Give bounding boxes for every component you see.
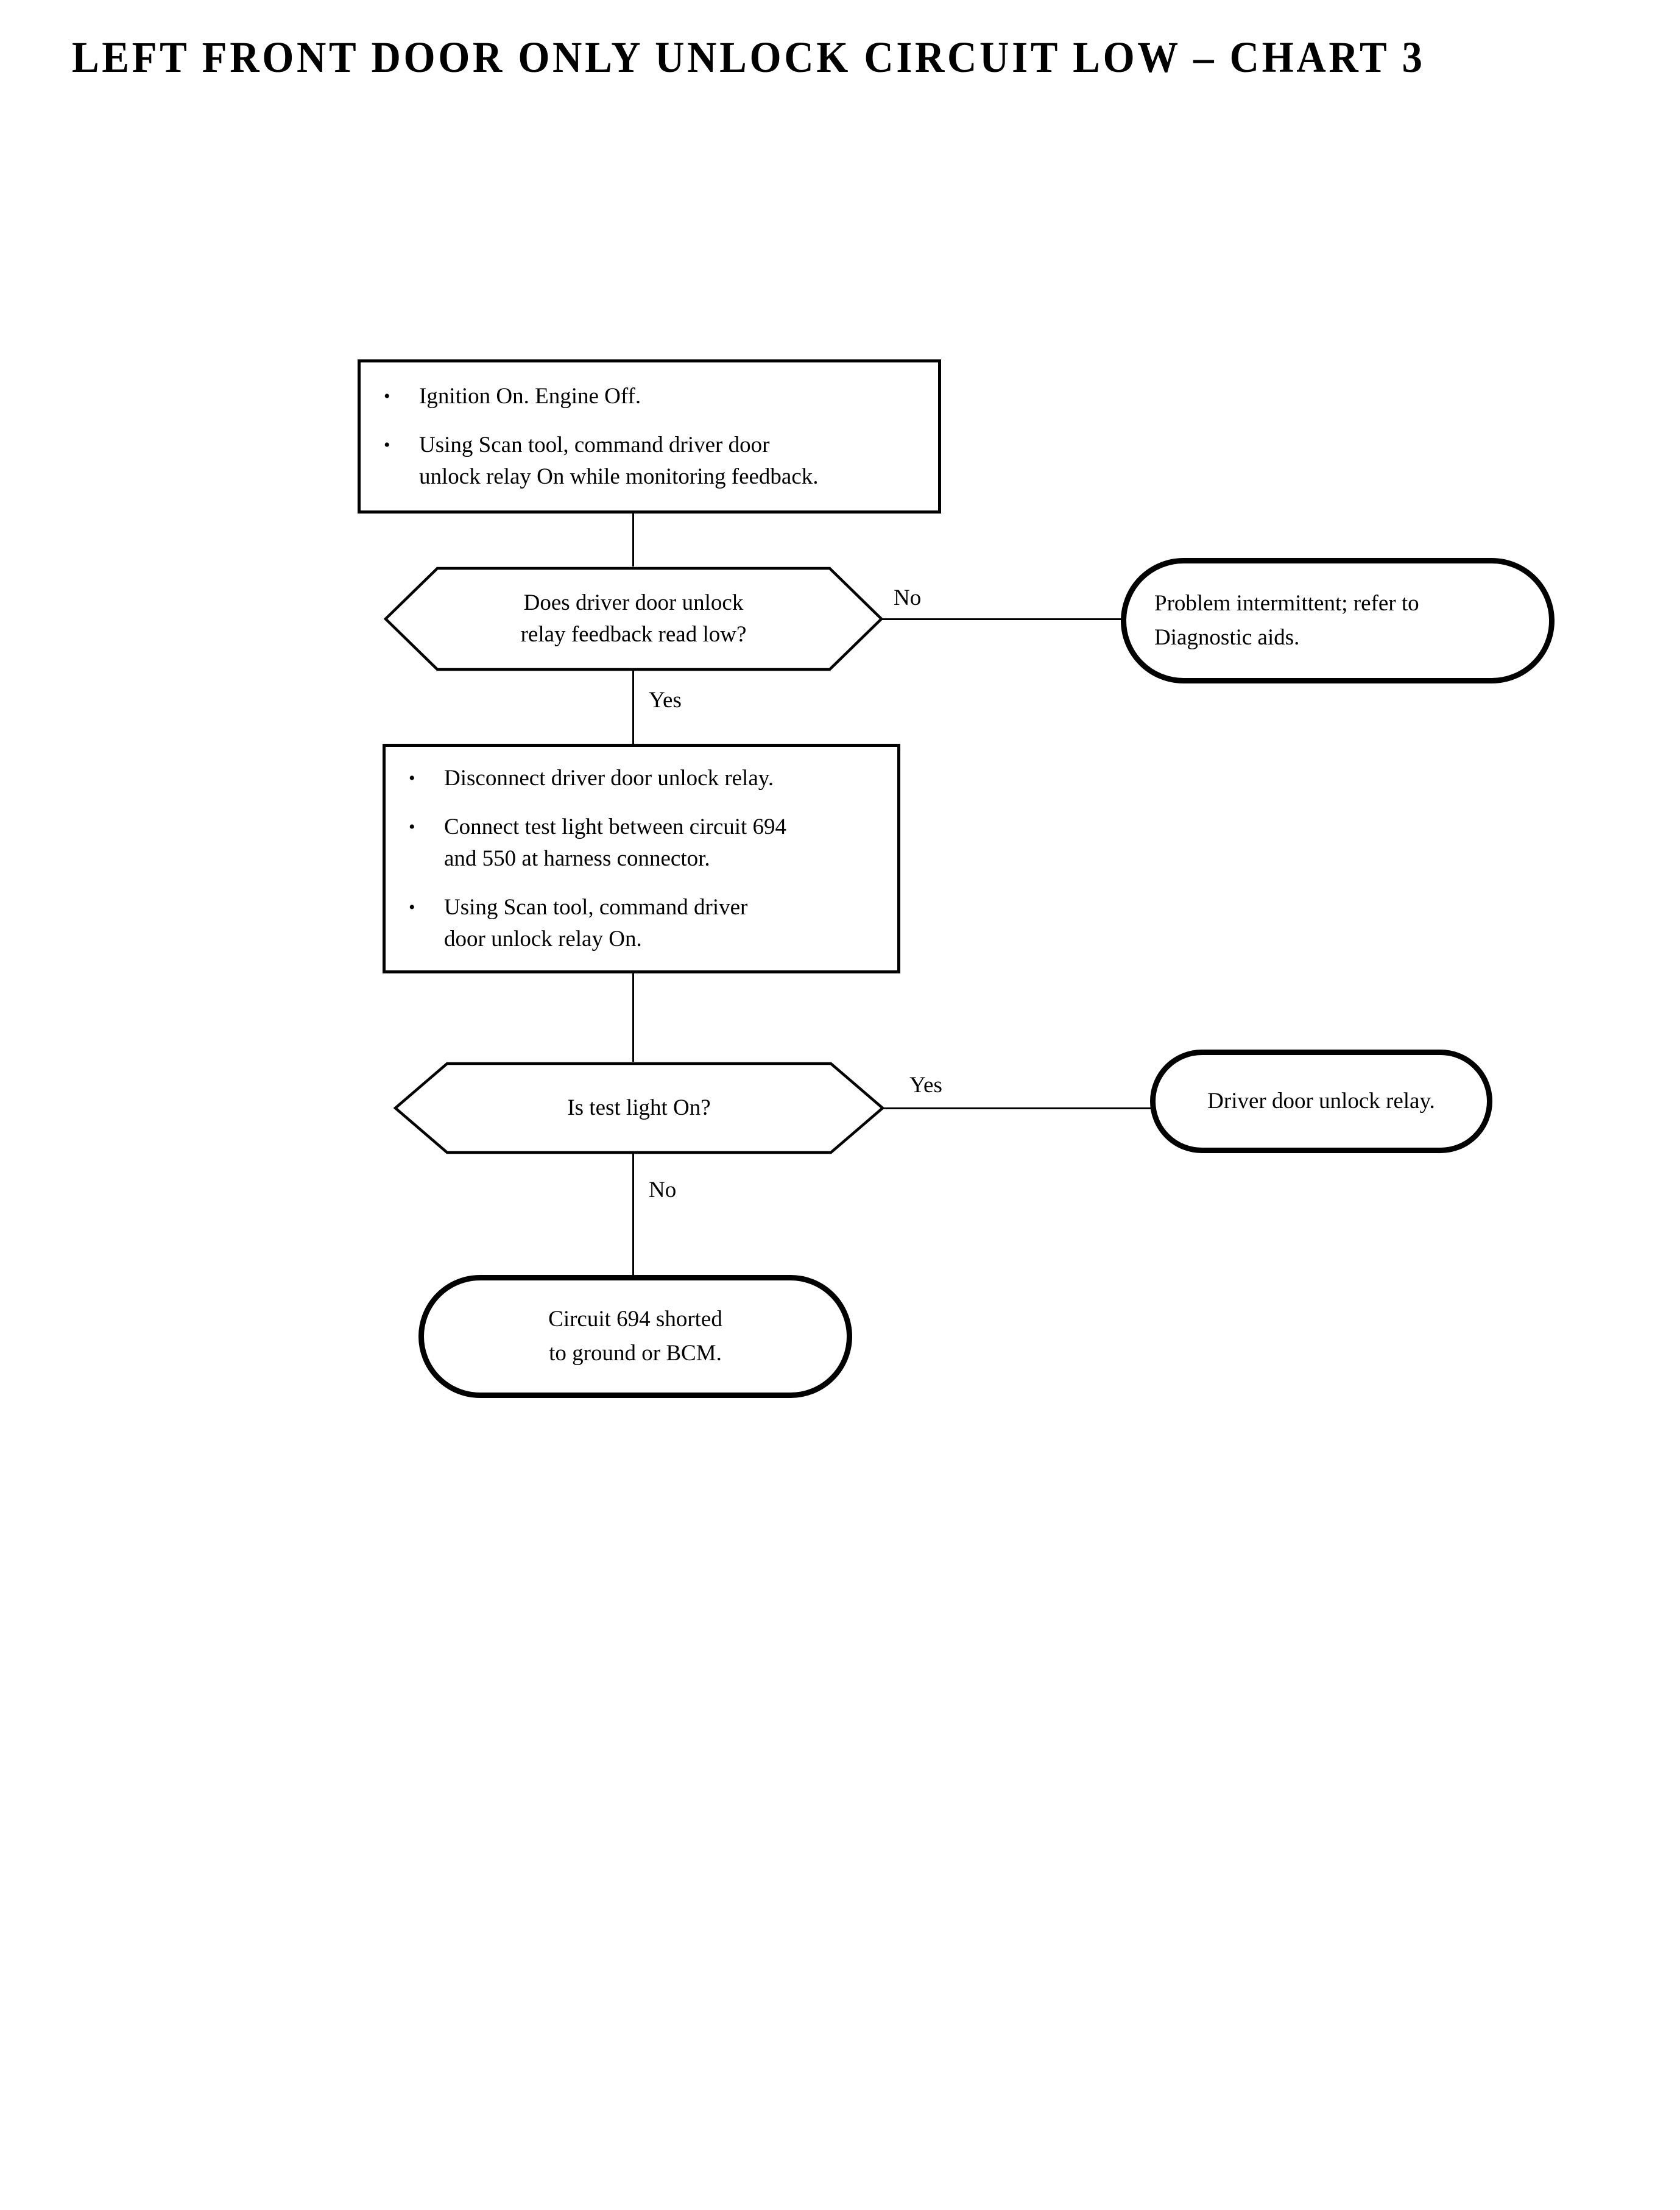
edge-label-decision1-yes: Yes xyxy=(649,688,682,713)
terminator-outcome-3-line-1: Circuit 694 shorted xyxy=(548,1307,722,1332)
decision-label-2: Is test light On? xyxy=(394,1062,884,1154)
terminator-outcome-1-text: Problem intermittent; refer to Diagnosti… xyxy=(1126,587,1549,655)
hexagon-outline xyxy=(394,1062,884,1154)
connector-decision2-to-outcome3 xyxy=(632,1153,634,1276)
decision-label-2-line-1: Is test light On? xyxy=(567,1095,711,1120)
bullet-text: Disconnect driver door unlock relay. xyxy=(444,765,774,791)
bullet-text-line-2: door unlock relay On. xyxy=(444,926,642,951)
list-item: • Connect test light between circuit 694… xyxy=(406,811,881,875)
decision-label-1-line-1: Does driver door unlock xyxy=(523,590,744,615)
process-box-step-1: • Ignition On. Engine Off. • Using Scan … xyxy=(358,359,941,514)
terminator-outcome-3-text: Circuit 694 shorted to ground or BCM. xyxy=(424,1302,847,1371)
terminator-outcome-1: Problem intermittent; refer to Diagnosti… xyxy=(1121,558,1555,683)
bullet-icon: • xyxy=(384,386,390,406)
terminator-outcome-3-line-2: to ground or BCM. xyxy=(549,1341,722,1366)
list-item: • Using Scan tool, command driver door u… xyxy=(406,892,881,955)
page-title: LEFT FRONT DOOR ONLY UNLOCK CIRCUIT LOW … xyxy=(72,33,1425,82)
process-box-step-2: • Disconnect driver door unlock relay. •… xyxy=(383,744,900,973)
terminator-outcome-2: Driver door unlock relay. xyxy=(1150,1050,1492,1153)
bullet-text-line-1: Using Scan tool, command driver xyxy=(444,894,748,920)
terminator-outcome-1-line-2: Diagnostic aids. xyxy=(1154,625,1300,650)
connector-decision2-to-outcome2 xyxy=(883,1107,1151,1109)
bullet-text-line-2: unlock relay On while monitoring feedbac… xyxy=(419,464,819,489)
bullet-text: Using Scan tool, command driver door unl… xyxy=(444,892,881,955)
bullet-text-line-1: Connect test light between circuit 694 xyxy=(444,814,787,839)
hexagon-outline xyxy=(384,567,883,671)
bullet-list-step-1: • Ignition On. Engine Off. • Using Scan … xyxy=(361,381,938,493)
edge-label-decision2-no: No xyxy=(649,1177,677,1202)
bullet-icon: • xyxy=(409,897,415,917)
bullet-icon: • xyxy=(409,816,415,837)
list-item: • Ignition On. Engine Off. xyxy=(381,381,922,412)
decision-hexagon-1: Does driver door unlock relay feedback r… xyxy=(384,567,883,671)
terminator-outcome-1-line-1: Problem intermittent; refer to xyxy=(1154,591,1419,616)
list-item: • Using Scan tool, command driver door u… xyxy=(381,429,922,493)
bullet-icon: • xyxy=(409,768,415,788)
terminator-outcome-3: Circuit 694 shorted to ground or BCM. xyxy=(418,1275,852,1398)
connector-decision1-to-outcome1 xyxy=(882,618,1122,620)
bullet-text: Ignition On. Engine Off. xyxy=(419,383,641,409)
bullet-text-line-1: Using Scan tool, command driver door xyxy=(419,432,770,457)
decision-hexagon-2: Is test light On? xyxy=(394,1062,884,1154)
edge-label-decision2-yes: Yes xyxy=(909,1073,942,1098)
connector-step2-to-decision2 xyxy=(632,973,634,1064)
terminator-outcome-2-line-1: Driver door unlock relay. xyxy=(1207,1089,1435,1114)
bullet-text-line-2: and 550 at harness connector. xyxy=(444,846,710,871)
connector-step1-to-decision1 xyxy=(632,514,634,568)
decision-label-1-line-2: relay feedback read low? xyxy=(520,622,747,647)
bullet-icon: • xyxy=(384,434,390,455)
bullet-text: Connect test light between circuit 694 a… xyxy=(444,811,881,875)
connector-decision1-to-step2 xyxy=(632,670,634,745)
decision-label-1: Does driver door unlock relay feedback r… xyxy=(384,567,883,671)
edge-label-decision1-no: No xyxy=(894,585,922,610)
list-item: • Disconnect driver door unlock relay. xyxy=(406,763,881,794)
bullet-list-step-2: • Disconnect driver door unlock relay. •… xyxy=(386,763,897,955)
terminator-outcome-2-text: Driver door unlock relay. xyxy=(1156,1084,1487,1118)
bullet-text: Using Scan tool, command driver door unl… xyxy=(419,429,922,493)
